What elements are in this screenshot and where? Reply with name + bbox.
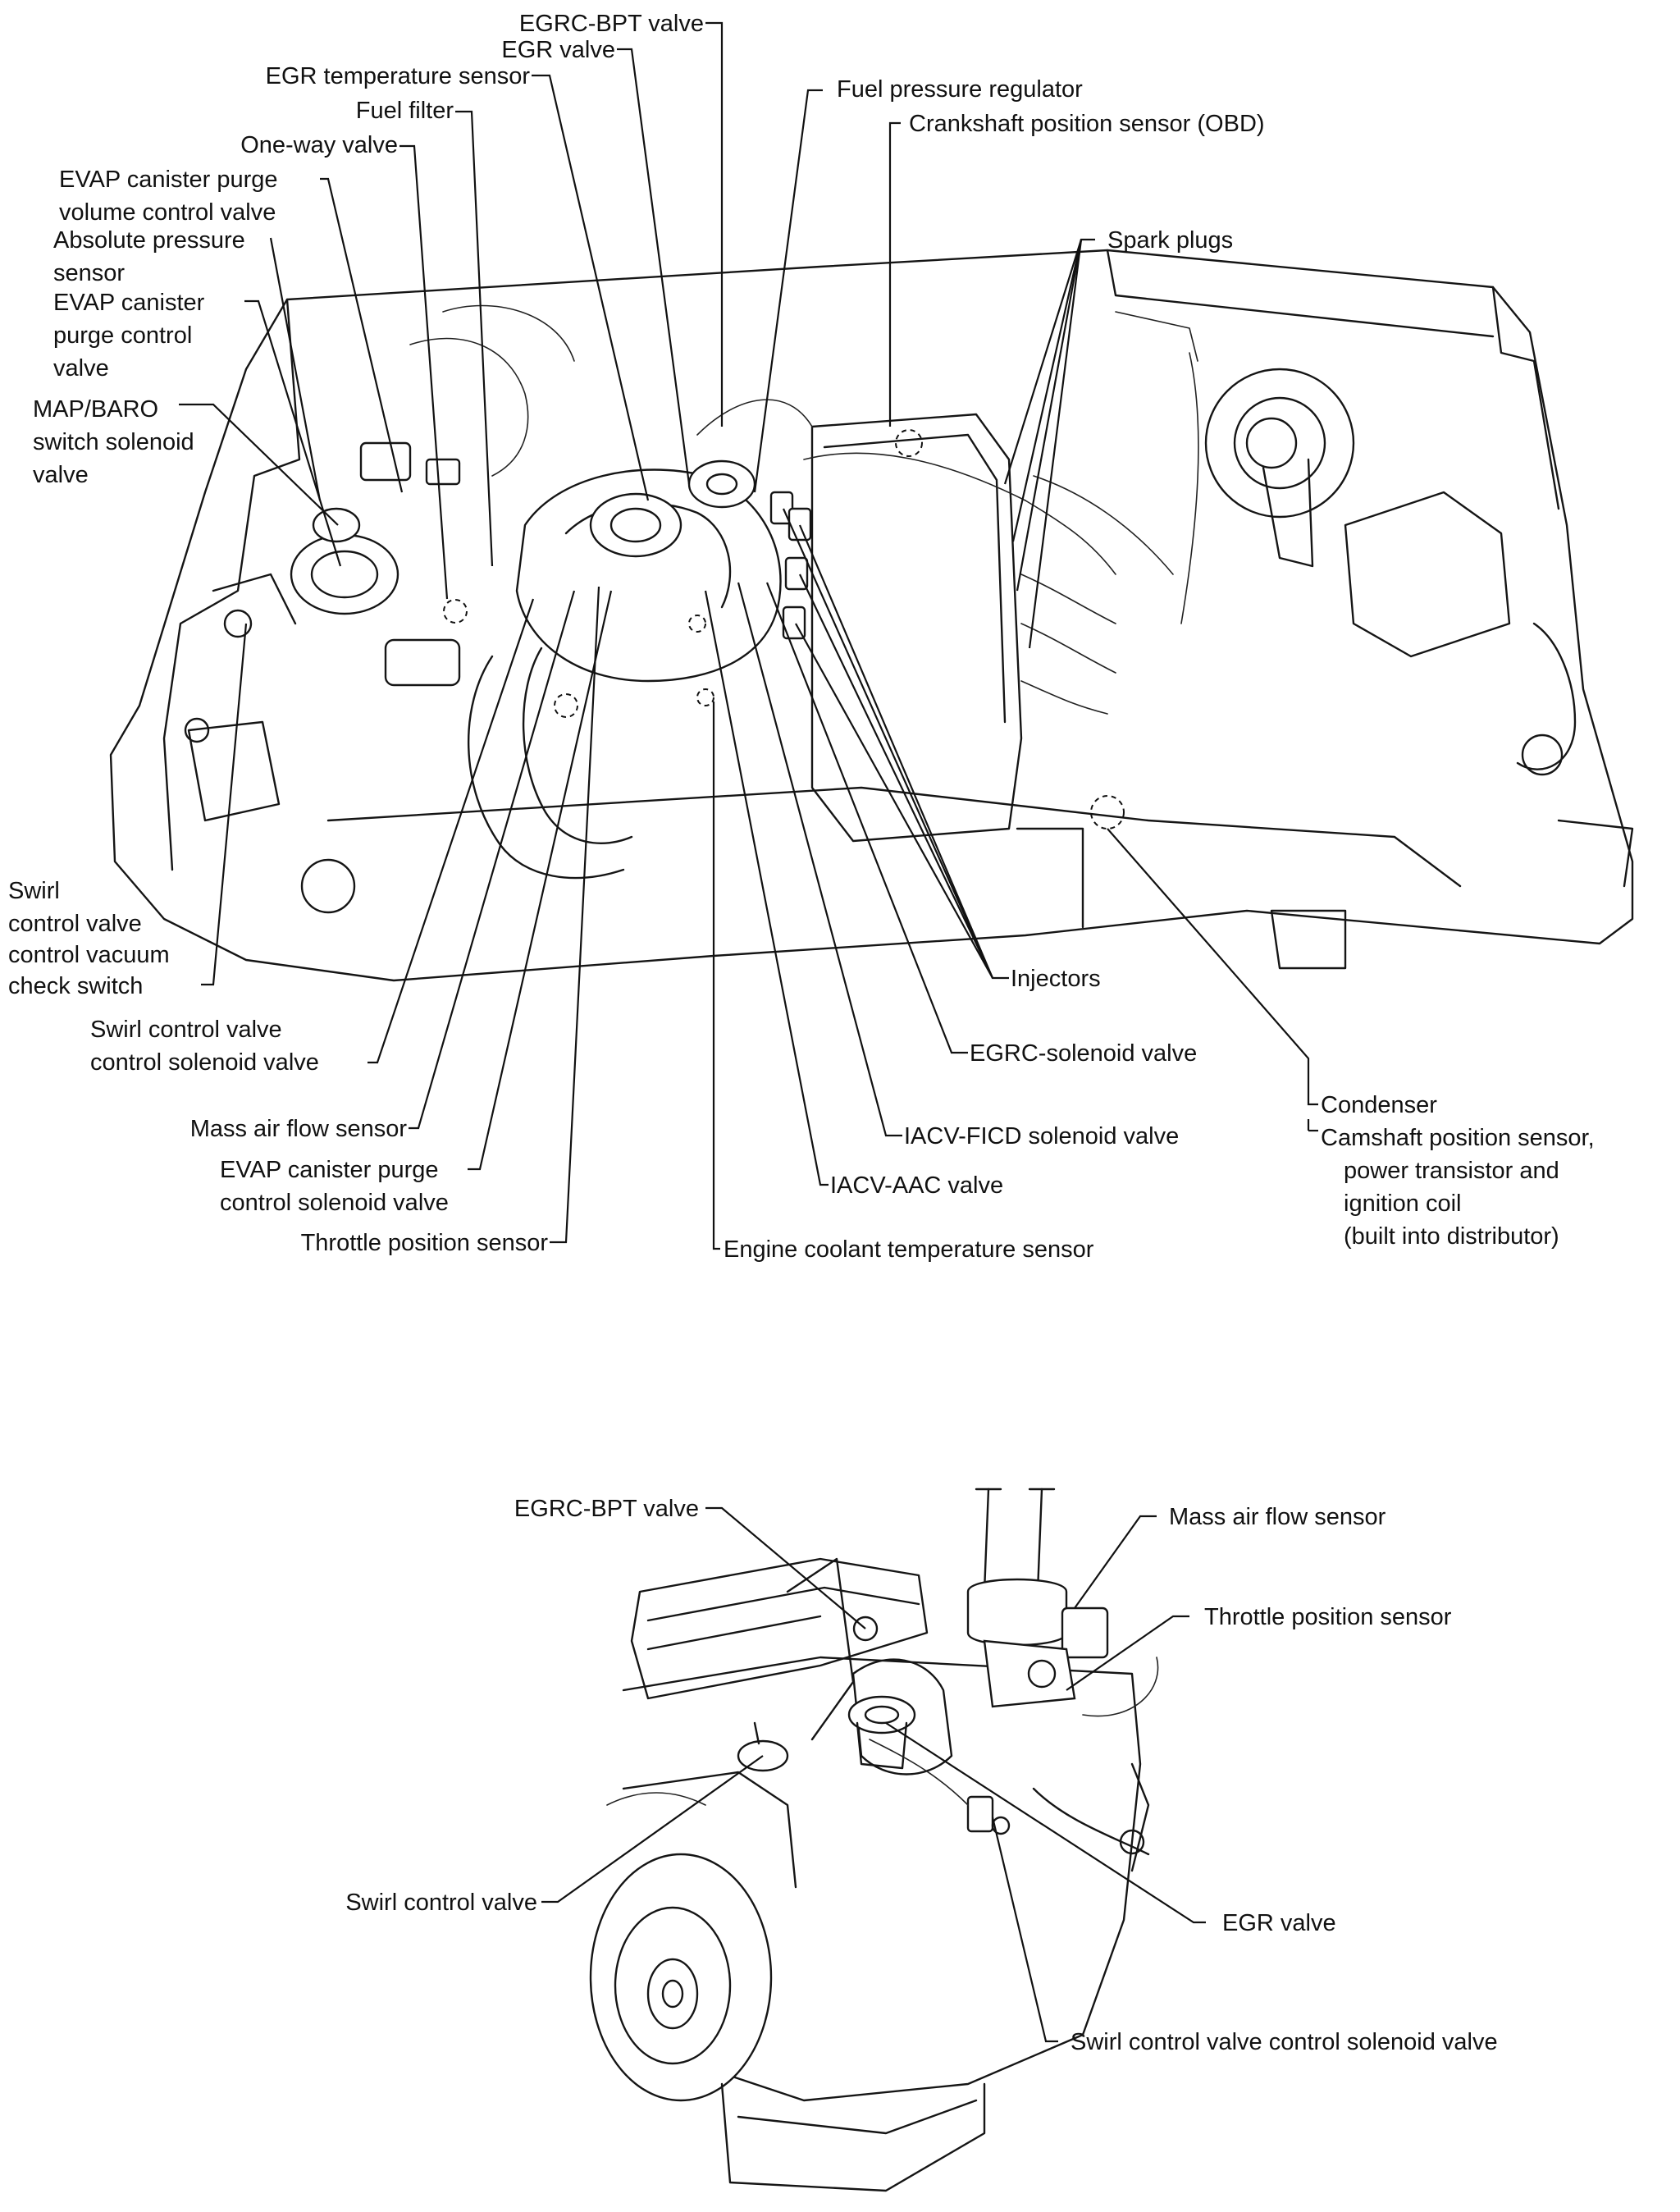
label-absolute-pressure-sensor-2: sensor	[53, 260, 125, 286]
label-iacv-ficd-solenoid-valve: IACV-FICD solenoid valve	[904, 1123, 1179, 1149]
label-fuel-filter: Fuel filter	[356, 98, 454, 124]
label-engine-coolant-temperature-sensor: Engine coolant temperature sensor	[724, 1236, 1094, 1263]
label-evap-purge-control-valve: EVAP canister	[53, 290, 205, 316]
label-condenser: Condenser	[1321, 1092, 1437, 1118]
label-evap-purge-control-valve-2: purge control	[53, 322, 192, 349]
top-view-labels: EGRC-BPT valve EGR valve EGR temperature…	[8, 11, 1595, 1263]
label-evap-purge-control-solenoid-valve: EVAP canister purge	[220, 1157, 439, 1183]
label-egrc-solenoid-valve: EGRC-solenoid valve	[970, 1040, 1197, 1067]
label-mass-air-flow-sensor: Mass air flow sensor	[190, 1116, 408, 1142]
label-swirl-control-valve-bottom: Swirl control valve	[345, 1890, 537, 1916]
label-camshaft-position-sensor-3: ignition coil	[1344, 1191, 1461, 1217]
engine-assembly-drawing	[589, 1488, 1159, 2192]
engine-compartment-drawing	[109, 249, 1634, 982]
label-egrc-bpt-valve: EGRC-BPT valve	[519, 11, 704, 37]
label-swirl-control-vacuum-check-switch-2: control valve	[8, 911, 142, 937]
label-egrc-bpt-valve-bottom: EGRC-BPT valve	[514, 1496, 699, 1522]
label-egr-valve-bottom: EGR valve	[1222, 1910, 1336, 1936]
label-swirl-control-vacuum-check-switch-3: control vacuum	[8, 942, 170, 968]
label-egr-valve: EGR valve	[501, 37, 615, 63]
label-fuel-pressure-regulator: Fuel pressure regulator	[837, 76, 1083, 103]
label-one-way-valve: One-way valve	[240, 132, 398, 158]
label-swirl-control-vacuum-check-switch-4: check switch	[8, 973, 143, 999]
label-throttle-position-sensor-bottom: Throttle position sensor	[1204, 1604, 1452, 1630]
bottom-view-labels: EGRC-BPT valve Mass air flow sensor Thro…	[345, 1496, 1497, 2055]
label-swirl-control-solenoid-valve: Swirl control valve	[90, 1017, 282, 1043]
label-swirl-control-vacuum-check-switch: Swirl	[8, 878, 60, 904]
label-iacv-aac-valve: IACV-AAC valve	[830, 1172, 1003, 1199]
label-evap-purge-control-valve-3: valve	[53, 355, 109, 382]
bottom-view-leader-lines	[541, 1506, 1206, 2043]
label-map-baro-switch-solenoid-valve-3: valve	[33, 462, 89, 488]
label-camshaft-position-sensor: Camshaft position sensor,	[1321, 1125, 1595, 1151]
label-evap-purge-volume-control-valve: EVAP canister purge	[59, 167, 278, 193]
label-crankshaft-position-sensor: Crankshaft position sensor (OBD)	[909, 111, 1265, 137]
label-spark-plugs: Spark plugs	[1107, 227, 1233, 254]
label-absolute-pressure-sensor: Absolute pressure	[53, 227, 245, 254]
label-swirl-control-solenoid-valve-2: control solenoid valve	[90, 1049, 319, 1076]
label-evap-purge-volume-control-valve-2: volume control valve	[59, 199, 276, 226]
label-evap-purge-control-solenoid-valve-2: control solenoid valve	[220, 1190, 449, 1216]
top-view-leader-lines	[179, 21, 1318, 1250]
label-camshaft-position-sensor-4: (built into distributor)	[1344, 1223, 1559, 1250]
label-map-baro-switch-solenoid-valve-2: switch solenoid	[33, 429, 194, 455]
label-mass-air-flow-sensor-bottom: Mass air flow sensor	[1169, 1504, 1386, 1530]
label-swirl-solenoid-bottom: Swirl control valve control solenoid val…	[1071, 2029, 1498, 2055]
label-injectors: Injectors	[1011, 966, 1101, 992]
label-camshaft-position-sensor-2: power transistor and	[1344, 1158, 1559, 1184]
label-egr-temperature-sensor: EGR temperature sensor	[266, 63, 531, 89]
label-throttle-position-sensor: Throttle position sensor	[301, 1230, 549, 1256]
label-map-baro-switch-solenoid-valve: MAP/BARO	[33, 396, 158, 423]
